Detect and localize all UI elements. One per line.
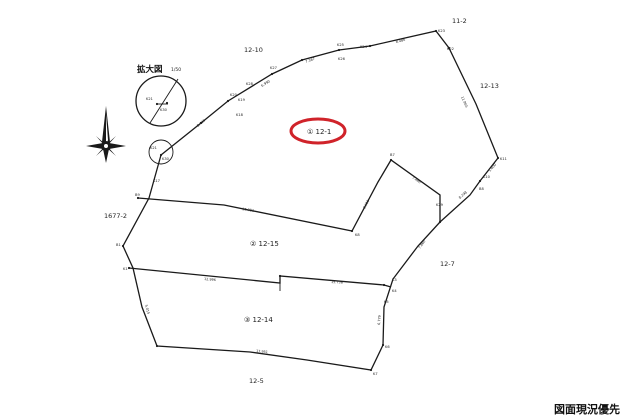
point-label: K23 xyxy=(438,29,445,33)
svg-text:6.779: 6.779 xyxy=(377,315,382,325)
point-label: K6 xyxy=(385,345,390,349)
point-label: K11 xyxy=(500,157,507,161)
point-label: K21 xyxy=(150,146,157,150)
point-label: K4 xyxy=(392,289,397,293)
neighbor-label: 12-7 xyxy=(440,260,455,268)
inner-boundary-upper xyxy=(137,159,441,232)
boundary-points xyxy=(121,29,500,372)
svg-text:7.367: 7.367 xyxy=(305,57,316,64)
svg-text:K21: K21 xyxy=(146,97,153,101)
neighbor-label: 1677-2 xyxy=(104,212,127,220)
inset-title: 拡大図 xyxy=(137,64,163,75)
svg-text:12.996: 12.996 xyxy=(204,277,216,282)
lot-label-14: ③ 12-14 xyxy=(244,316,273,324)
point-label: B1 xyxy=(116,243,121,247)
detail-locator-circle xyxy=(148,139,174,165)
svg-text:8.486: 8.486 xyxy=(395,38,405,44)
point-label: B8 xyxy=(479,187,484,191)
point-label: B9 xyxy=(135,193,140,197)
point-label: K26 xyxy=(338,57,346,61)
inset-circle xyxy=(135,75,187,127)
point-label: K8 xyxy=(355,233,360,237)
point-labels: K23 K22 K24 K25 K26 K27 K28 K20 K19 K18 … xyxy=(116,29,507,376)
svg-text:8.426: 8.426 xyxy=(196,118,206,127)
footer-note: 図面現況優先 xyxy=(554,403,620,416)
svg-text:8.298: 8.298 xyxy=(458,190,468,199)
dimension-labels: 8.486 7.367 6.990 8.426 11.965 1.600 8.2… xyxy=(144,38,497,354)
point-label: K25 xyxy=(337,43,344,47)
point-label: K10 xyxy=(483,175,491,179)
inner-boundary-middle xyxy=(128,267,392,288)
svg-text:7.860: 7.860 xyxy=(418,239,427,249)
neighbor-label: 12-5 xyxy=(249,377,264,385)
svg-text:5.015: 5.015 xyxy=(144,304,150,314)
point-label: K28 xyxy=(246,82,254,86)
point-label: K3 xyxy=(392,278,397,282)
svg-text:1.600: 1.600 xyxy=(488,163,497,173)
svg-text:11.965: 11.965 xyxy=(460,96,468,108)
lot-label-15: ② 12-15 xyxy=(250,240,279,248)
point-label: K20 xyxy=(230,93,238,97)
point-label: K24 xyxy=(360,45,368,49)
point-label: K27 xyxy=(270,66,277,70)
point-label: K1 xyxy=(123,267,128,271)
svg-text:K30: K30 xyxy=(160,108,168,112)
point-label: K7 xyxy=(373,372,378,376)
outer-boundary xyxy=(122,30,499,371)
point-label: K22 xyxy=(447,47,454,51)
point-label: K30 xyxy=(162,157,170,161)
svg-text:17.951: 17.951 xyxy=(256,349,268,354)
point-label: K19 xyxy=(238,98,246,102)
neighbor-label: 12-13 xyxy=(480,82,499,90)
neighbor-label: 11-2 xyxy=(452,17,467,25)
svg-text:15.736: 15.736 xyxy=(331,280,343,285)
point-label: B7 xyxy=(390,153,395,157)
svg-text:6.990: 6.990 xyxy=(260,79,270,88)
inset-scale: 1/50 xyxy=(171,67,181,73)
svg-text:7.480: 7.480 xyxy=(411,176,421,185)
svg-text:10.292: 10.292 xyxy=(242,207,254,213)
lot-label-main: ① 12-1 xyxy=(307,128,331,136)
neighbor-label: 12-10 xyxy=(244,46,263,54)
highlight-ring xyxy=(289,117,347,145)
point-label: K17 xyxy=(153,179,160,183)
north-compass-icon xyxy=(86,106,126,163)
svg-text:8.619: 8.619 xyxy=(362,199,370,209)
point-label: K18 xyxy=(236,113,244,117)
point-label: K29 xyxy=(436,203,444,207)
point-label: K5 xyxy=(384,300,389,304)
inset-detail: 拡大図 1/50 K21 K30 xyxy=(135,64,187,165)
